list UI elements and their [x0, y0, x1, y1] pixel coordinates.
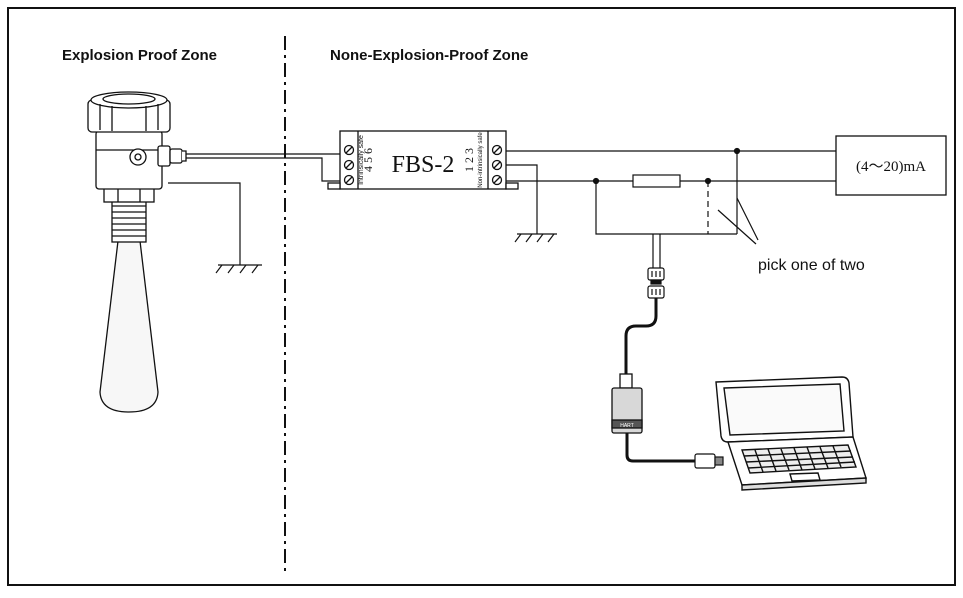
modem-label: HART	[620, 423, 634, 429]
barrier-body	[339, 130, 507, 190]
laptop	[715, 376, 867, 491]
field-wires	[186, 153, 340, 182]
hex-nut	[103, 187, 155, 203]
barrier-left-terminal-numbers: 4 5 6	[361, 148, 375, 172]
fbs2-barrier	[327, 130, 519, 190]
barrier-model-label: FBS-2	[392, 152, 455, 178]
output-signal-label: (4～20)mA	[856, 159, 926, 175]
frame	[7, 7, 956, 586]
housing-body	[95, 130, 163, 190]
pick-one-note: pick one of two	[758, 257, 865, 274]
load-resistor	[632, 174, 681, 188]
output-signal-box	[835, 135, 947, 196]
horn-antenna	[99, 240, 159, 413]
barrier-intrinsic-label: Intrinsically safe	[358, 135, 365, 185]
ground-symbol-barrier	[506, 164, 557, 243]
usb-plug	[694, 453, 724, 469]
cable-to-laptop	[625, 433, 695, 463]
hart-modem	[611, 373, 643, 434]
cable-gland-2	[157, 145, 171, 167]
hart-clip-connector	[647, 267, 665, 299]
radar-transmitter	[87, 91, 187, 413]
output-loop-wires	[506, 147, 836, 268]
cable-to-modem	[624, 298, 658, 378]
barrier-right-terminal-numbers: 1 2 3	[462, 148, 476, 172]
barrier-nonintrinsic-label: Non-intrinsically safe	[478, 132, 484, 188]
ground-symbol-transmitter	[168, 182, 262, 274]
non-explosion-proof-zone-title: None-Explosion-Proof Zone	[330, 47, 528, 64]
explosion-proof-zone-title: Explosion Proof Zone	[62, 47, 217, 64]
